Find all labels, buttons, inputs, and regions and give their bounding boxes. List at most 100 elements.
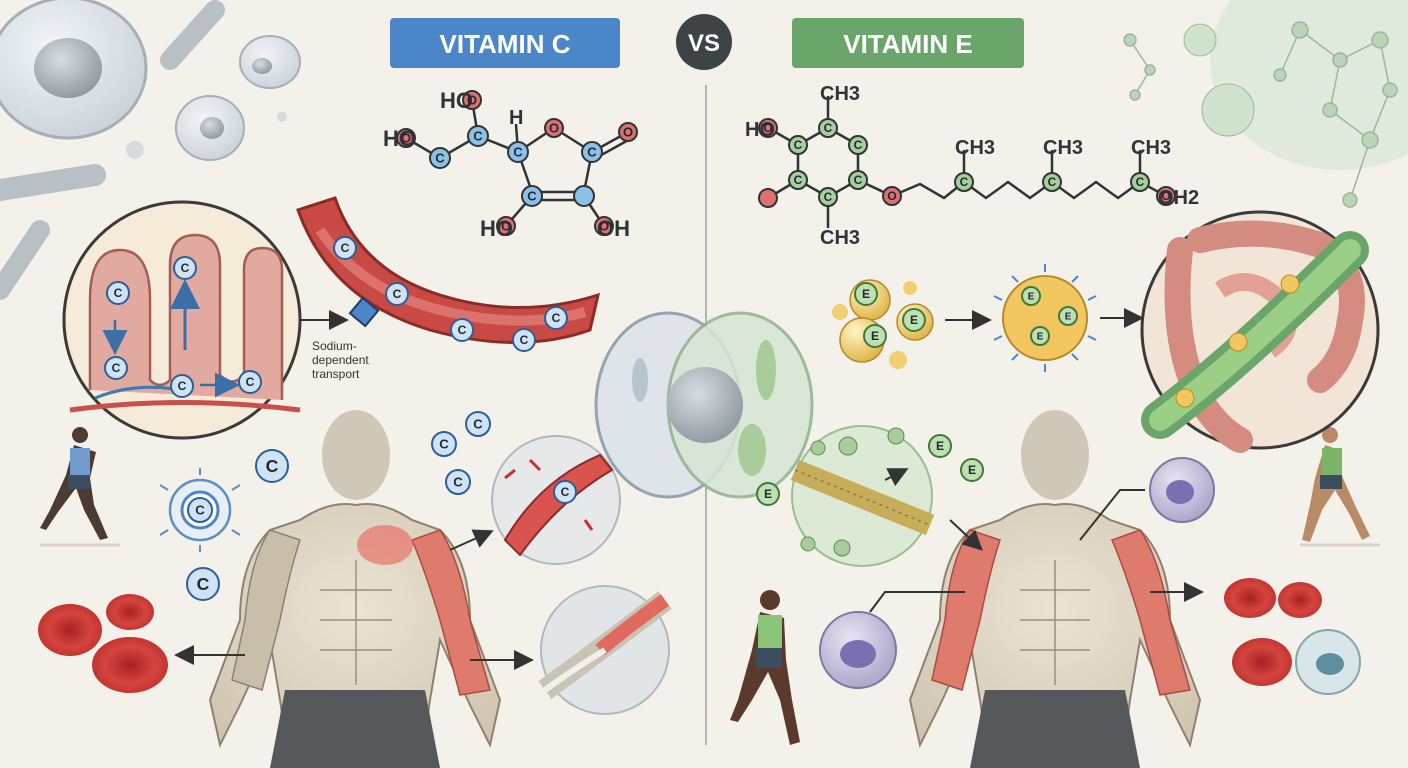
immune-cell-icon — [1295, 629, 1361, 695]
vitamin-c-marker-icon: C — [450, 318, 474, 342]
vitamin-e-marker-letter: E — [968, 463, 976, 477]
vitc-atom-letter: O — [599, 219, 609, 234]
vitamin-c-marker-letter: C — [453, 475, 463, 490]
vitc-atom-letter: O — [501, 219, 511, 234]
transport-label-1: Sodium- — [312, 339, 357, 353]
immune-cell-icon — [1149, 457, 1215, 523]
vitamin-e-marker-letter: E — [910, 313, 918, 327]
immune-cell-icon — [819, 611, 897, 689]
vitamin-e-marker-letter: E — [1065, 311, 1072, 322]
vitamin-c-marker-icon: C — [173, 256, 197, 280]
vitamin-c-marker-icon: C — [238, 370, 262, 394]
cell-icon — [594, 311, 814, 499]
vitamin-c-marker-icon: C — [445, 469, 471, 495]
vitamin-c-marker-icon: C — [431, 431, 457, 457]
vite-atom-letter: C — [824, 121, 833, 135]
body-left-icon — [208, 410, 502, 768]
vitc-atom-letter: C — [473, 129, 483, 144]
vitc-label-ho-bottom: HO — [480, 216, 513, 241]
capillary-icon — [0, 164, 106, 201]
molecule-network-icon — [1123, 21, 1398, 208]
vite-label-ch3-top: CH3 — [820, 83, 860, 105]
vitamin-c-marker-letter: C — [552, 311, 561, 325]
vitamin-c-title: VITAMIN C — [440, 29, 571, 59]
vitamin-e-marker-letter: E — [862, 287, 870, 301]
vitamin-c-marker-icon: C — [544, 306, 568, 330]
vitc-atom-letter: C — [527, 189, 537, 204]
vitamin-c-marker-letter: C — [114, 286, 123, 300]
cell-icon — [0, 0, 148, 140]
vitc-atom-letter: C — [587, 145, 597, 160]
vitamin-c-marker-icon: C — [187, 497, 213, 523]
vitamin-c-marker-icon: C — [170, 374, 194, 398]
vitc-label-ho-top: HO — [440, 88, 473, 113]
vitamin-c-marker-letter: C — [197, 574, 210, 594]
vitc-atom-letter: C — [435, 151, 445, 166]
vitc-atom-letter: O — [623, 125, 633, 140]
vite-atom-letter: C — [794, 173, 803, 187]
vitamin-e-banner — [792, 18, 1024, 68]
vite-atom-letter: C — [1048, 175, 1057, 189]
membrane-icon — [790, 425, 935, 567]
vitamin-e-marker-icon: E — [928, 434, 952, 458]
bubble-icon — [277, 112, 287, 122]
vs-label: VS — [688, 30, 720, 57]
vite-label-ho: HO — [745, 119, 775, 141]
vitamin-c-marker-letter: C — [341, 241, 350, 255]
vitamin-e-marker-icon: E — [1021, 286, 1041, 306]
runner-icon — [730, 590, 800, 745]
capillary-icon — [0, 220, 50, 300]
vite-atom-letter: O — [1161, 189, 1170, 203]
vite-atom-letter: O — [763, 121, 772, 135]
vitc-atom-letter: O — [401, 131, 411, 146]
vitamin-c-marker-letter: C — [439, 437, 449, 452]
vs-badge — [676, 14, 732, 70]
vite-atom-letter: C — [854, 173, 863, 187]
vitamin-e-marker-letter: E — [764, 487, 772, 501]
vitamin-e-marker-letter: E — [1037, 331, 1044, 342]
vitamin-c-marker-icon: C — [385, 282, 409, 306]
vitamin-c-banner — [390, 18, 620, 68]
transport-label-3: transport — [312, 367, 360, 381]
runner-icon — [40, 427, 108, 540]
vitamin-c-marker-icon: C — [104, 356, 128, 380]
vite-label-ch3-c: CH3 — [1131, 137, 1171, 159]
flow-arrow — [449, 529, 494, 551]
vitamin-c-marker-letter: C — [393, 287, 402, 301]
vitamin-e-marker-icon: E — [863, 324, 887, 348]
vitamin-c-marker-letter: C — [561, 485, 570, 499]
vitamin-c-marker-letter: C — [178, 379, 187, 393]
vitc-label-ho-left: HO — [383, 126, 416, 151]
vitamin-c-marker-letter: C — [458, 323, 467, 337]
red-blood-cell-icon — [1224, 578, 1322, 686]
vitamin-e-title: VITAMIN E — [843, 29, 973, 59]
vitamin-c-marker-icon: C — [553, 480, 577, 504]
vitc-atom-letter: O — [467, 93, 477, 108]
vite-atom-letter: C — [960, 175, 969, 189]
vitamin-e-marker-letter: E — [871, 329, 879, 343]
vitamin-c-marker-icon: C — [333, 236, 357, 260]
vitc-atom-letter: C — [513, 145, 523, 160]
vite-atom-letter: C — [794, 138, 803, 152]
body-right-icon — [908, 410, 1202, 768]
vitamin-e-marker-letter: E — [1028, 291, 1035, 302]
vitamin-c-marker-letter: C — [246, 375, 255, 389]
vitamin-e-marker-icon: E — [1058, 306, 1078, 326]
vite-atom-letter: C — [824, 190, 833, 204]
vitamin-c-marker-icon: C — [255, 449, 289, 483]
vitamin-e-marker-letter: E — [936, 439, 944, 453]
lipoprotein-icon — [993, 264, 1097, 372]
capillary-icon — [160, 0, 225, 70]
vitamin-e-marker-icon: E — [902, 308, 926, 332]
vitamin-c-marker-letter: C — [520, 333, 529, 347]
vite-label-ch3-b: CH3 — [1043, 137, 1083, 159]
vitamin-e-marker-icon: E — [854, 282, 878, 306]
cell-icon — [175, 95, 245, 161]
vitamin-e-marker-icon: E — [960, 458, 984, 482]
muscle-icon — [491, 435, 621, 565]
vitamin-c-marker-letter: C — [195, 503, 205, 518]
vitamin-c-marker-icon: C — [106, 281, 130, 305]
